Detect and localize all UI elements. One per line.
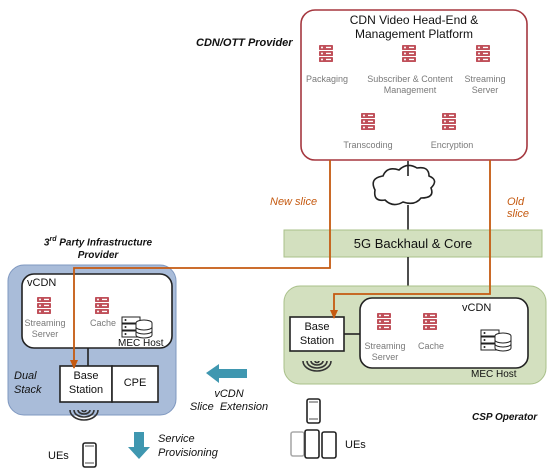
- csp-ue-group-icon: [290, 429, 337, 459]
- service-provisioning-label: Service Provisioning: [158, 433, 218, 459]
- cdn-platform-box: [300, 9, 528, 161]
- encryption-label: Encryption: [430, 140, 474, 150]
- cpe-label: CPE: [123, 377, 147, 389]
- slice-extension-arrow: [206, 364, 247, 383]
- third-party-ues-label: UEs: [48, 450, 69, 462]
- streaming-server-label: Streaming Server: [464, 74, 506, 95]
- third-party-streaming-label: Streaming Server: [24, 318, 66, 339]
- old-slice-label: Old slice: [507, 196, 530, 220]
- transcoding-server-icon: [361, 113, 375, 130]
- csp-ues-label: UEs: [345, 439, 366, 451]
- third-party-cache-label: Cache: [89, 318, 116, 328]
- new-slice-label: New slice: [270, 196, 318, 208]
- backhaul-core-label: 5G Backhaul & Core: [353, 236, 473, 251]
- service-provisioning-arrow: [128, 432, 150, 459]
- third-party-mec-host-label: MEC Host: [118, 338, 164, 349]
- third-party-phone-icon: [82, 442, 97, 468]
- csp-base-station-label: Base Station: [299, 321, 335, 347]
- cpe-box: [111, 365, 159, 403]
- streaming-server-icon: [476, 45, 490, 62]
- platform-title: CDN Video Head-End & Management Platform: [349, 13, 479, 41]
- third-party-mec-host-icon: [121, 316, 153, 339]
- csp-mec-host-icon: [480, 329, 512, 352]
- third-party-vcdn-label: vCDN: [27, 277, 57, 289]
- packaging-server-icon: [319, 45, 333, 62]
- dual-stack-label: Dual Stack: [14, 370, 42, 396]
- encryption-server-icon: [442, 113, 456, 130]
- vcdn-slice-extension-label: vCDN Slice Extension: [189, 388, 269, 413]
- csp-mec-host-label: MEC Host: [471, 369, 517, 380]
- subscriber-server-icon: [402, 45, 416, 62]
- csp-phone-icon: [306, 398, 321, 424]
- csp-operator-heading: CSP Operator: [472, 412, 538, 423]
- csp-cache-label: Cache: [417, 341, 444, 351]
- new-slice-line: [73, 160, 331, 368]
- cloud-icon: [372, 164, 436, 206]
- csp-base-station-box: [289, 316, 345, 352]
- old-slice-line: [333, 160, 491, 318]
- third-party-base-station-label: Base Station: [68, 370, 104, 396]
- csp-vcdn-label: vCDN: [462, 302, 492, 314]
- backhaul-core-box: [283, 229, 543, 258]
- cdn-provider-heading: CDN/OTT Provider: [196, 37, 293, 49]
- third-party-heading: 3rd Party Infrastructure Provider: [43, 236, 153, 262]
- transcoding-label: Transcoding: [343, 140, 393, 150]
- packaging-label: Packaging: [305, 74, 349, 84]
- csp-streaming-label: Streaming Server: [364, 341, 406, 362]
- subscriber-label: Subscriber & Content Management: [367, 74, 453, 95]
